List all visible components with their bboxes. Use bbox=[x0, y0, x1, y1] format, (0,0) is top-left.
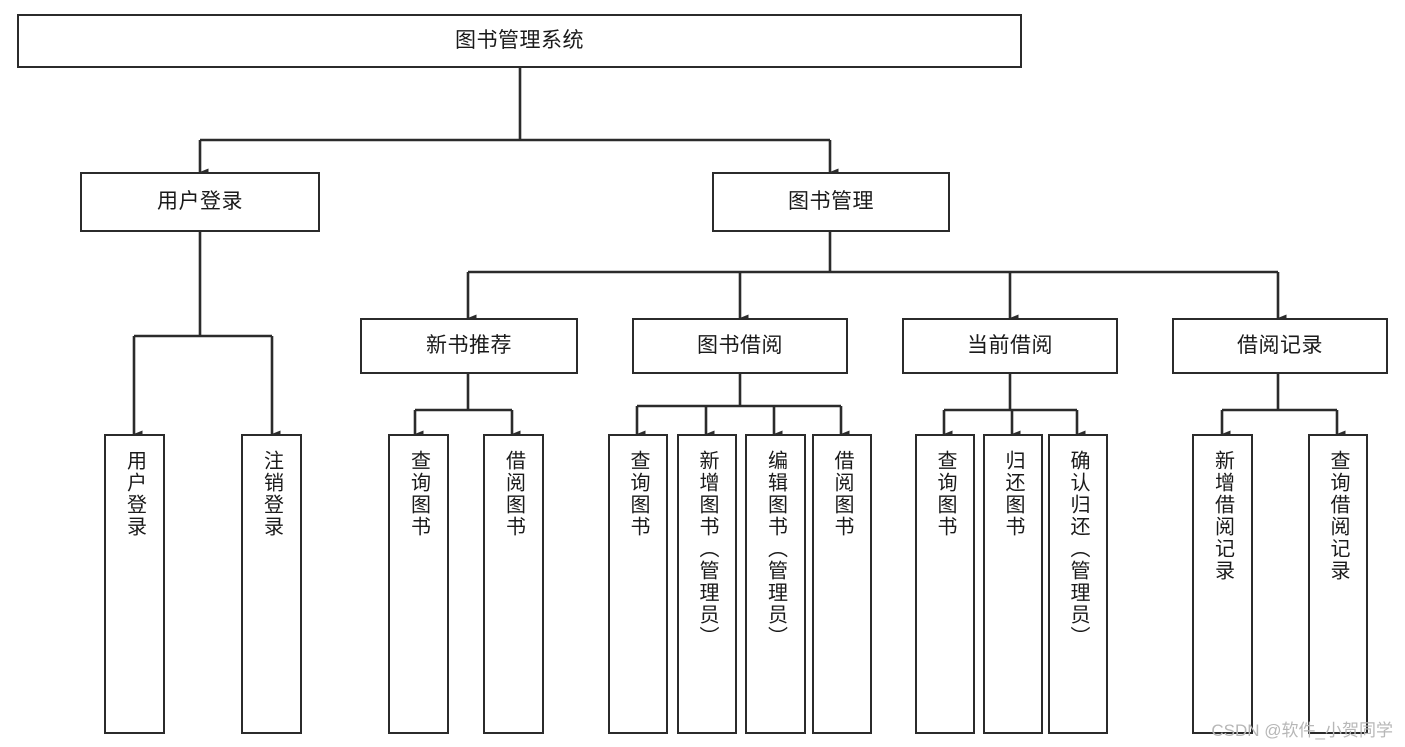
node-label: 查询图书 bbox=[934, 450, 956, 538]
node-leaf-edit-book-admin[interactable]: 编辑图书（管理员） bbox=[745, 434, 806, 734]
node-label: 新书推荐 bbox=[426, 333, 512, 357]
node-label: 新增借阅记录 bbox=[1211, 450, 1234, 582]
node-label: 查询图书 bbox=[627, 450, 649, 538]
node-label: 图书借阅 bbox=[697, 333, 783, 357]
node-root-system[interactable]: 图书管理系统 bbox=[17, 14, 1022, 68]
node-label: 注销登录 bbox=[260, 450, 283, 538]
node-label: 新增图书（管理员） bbox=[696, 450, 718, 648]
node-leaf-query-book-current[interactable]: 查询图书 bbox=[915, 434, 975, 734]
node-label: 借阅图书 bbox=[502, 450, 525, 538]
node-label: 编辑图书（管理员） bbox=[764, 450, 787, 648]
node-leaf-user-login[interactable]: 用户登录 bbox=[104, 434, 165, 734]
node-leaf-borrow-book[interactable]: 借阅图书 bbox=[812, 434, 872, 734]
node-book-borrow[interactable]: 图书借阅 bbox=[632, 318, 848, 374]
node-user-login[interactable]: 用户登录 bbox=[80, 172, 320, 232]
node-leaf-return-book[interactable]: 归还图书 bbox=[983, 434, 1043, 734]
node-label: 借阅记录 bbox=[1237, 333, 1323, 357]
node-label: 图书管理 bbox=[788, 189, 874, 213]
node-leaf-query-borrow-record[interactable]: 查询借阅记录 bbox=[1308, 434, 1368, 734]
node-leaf-user-logout[interactable]: 注销登录 bbox=[241, 434, 302, 734]
node-leaf-add-borrow-record[interactable]: 新增借阅记录 bbox=[1192, 434, 1253, 734]
node-new-book-recommend[interactable]: 新书推荐 bbox=[360, 318, 578, 374]
node-leaf-confirm-return-admin[interactable]: 确认归还（管理员） bbox=[1048, 434, 1108, 734]
node-label: 查询借阅记录 bbox=[1327, 450, 1349, 582]
node-leaf-query-book-borrow[interactable]: 查询图书 bbox=[608, 434, 668, 734]
node-leaf-add-book-admin[interactable]: 新增图书（管理员） bbox=[677, 434, 737, 734]
node-label: 归还图书 bbox=[1002, 450, 1024, 538]
node-book-manage[interactable]: 图书管理 bbox=[712, 172, 950, 232]
node-label: 用户登录 bbox=[123, 450, 146, 538]
node-label: 图书管理系统 bbox=[455, 28, 584, 52]
node-label: 确认归还（管理员） bbox=[1067, 450, 1089, 648]
node-label: 借阅图书 bbox=[831, 450, 853, 538]
node-leaf-query-book-rec[interactable]: 查询图书 bbox=[388, 434, 449, 734]
node-borrow-record[interactable]: 借阅记录 bbox=[1172, 318, 1388, 374]
csdn-watermark: CSDN @软件_小贺同学 bbox=[1211, 721, 1393, 740]
node-label: 当前借阅 bbox=[967, 333, 1053, 357]
node-label: 查询图书 bbox=[407, 450, 430, 538]
node-label: 用户登录 bbox=[157, 189, 243, 213]
node-leaf-borrow-book-rec[interactable]: 借阅图书 bbox=[483, 434, 544, 734]
node-current-borrow[interactable]: 当前借阅 bbox=[902, 318, 1118, 374]
